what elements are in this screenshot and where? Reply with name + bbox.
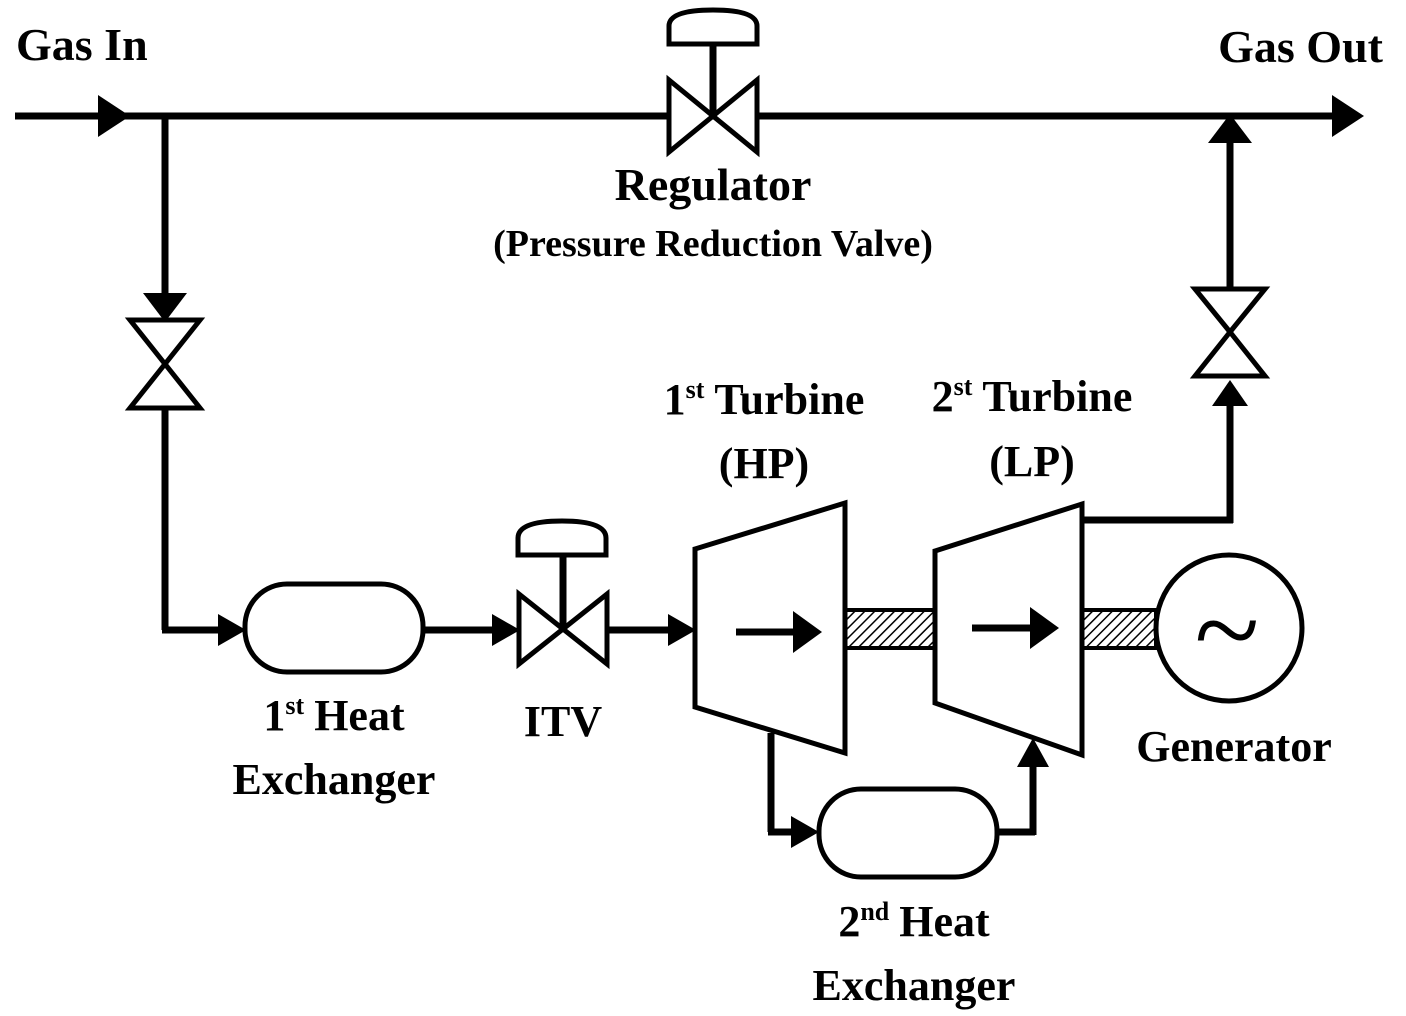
regulator-actuator bbox=[666, 7, 760, 47]
turbine-hp-number: 1 bbox=[664, 375, 686, 424]
hx1-name: Heat bbox=[314, 691, 405, 740]
itv-right-triangle bbox=[558, 588, 610, 670]
turbine-hp bbox=[692, 499, 848, 757]
turbine-lp-number: 2 bbox=[932, 372, 954, 421]
generator: ~ bbox=[1153, 552, 1305, 704]
outlet-valve-top-triangle bbox=[1189, 286, 1271, 336]
turbine-hp-flow-arrowhead bbox=[793, 611, 822, 653]
itv-left-triangle bbox=[516, 588, 568, 670]
turbine-lp-name: Turbine bbox=[982, 372, 1132, 421]
merge-arrowhead bbox=[1208, 114, 1252, 143]
regulator-sublabel: (Pressure Reduction Valve) bbox=[493, 223, 933, 265]
gas-in-arrowhead bbox=[98, 95, 130, 137]
turbine1-inlet-arrowhead bbox=[668, 614, 696, 646]
heat-exchanger-2 bbox=[816, 786, 1000, 880]
shaft-hp-lp bbox=[843, 608, 937, 650]
hx2-line2: Exchanger bbox=[813, 961, 1016, 1010]
inlet-block-valve bbox=[124, 317, 206, 411]
itv-label: ITV bbox=[524, 697, 602, 746]
hx1-ordinal: st bbox=[285, 691, 304, 720]
hx1-number: 1 bbox=[263, 691, 285, 740]
hx1-line2: Exchanger bbox=[233, 755, 436, 804]
turbine-lp-ordinal: st bbox=[954, 372, 973, 401]
gas-out-label: Gas Out bbox=[1218, 21, 1384, 72]
itv-actuator bbox=[515, 518, 609, 558]
regulator-left-triangle bbox=[666, 74, 717, 158]
turbine2-inlet-arrowhead bbox=[1017, 738, 1049, 767]
flow-arrows bbox=[98, 95, 1364, 848]
turbine-lp-type: (LP) bbox=[989, 437, 1075, 486]
turbine-hp-name: Turbine bbox=[714, 375, 864, 424]
hx2-name: Heat bbox=[899, 897, 990, 946]
turbine-hp-type: (HP) bbox=[719, 439, 809, 488]
itv-valve bbox=[515, 518, 610, 670]
heat-exchanger-1 bbox=[242, 581, 426, 675]
hx2-title: 2nd Heat bbox=[838, 897, 990, 946]
outlet-valve-bottom-triangle bbox=[1189, 327, 1271, 379]
hx2-ordinal: nd bbox=[860, 897, 889, 926]
hx2-inlet-arrowhead bbox=[791, 816, 819, 848]
turbine-lp-title: 2st Turbine bbox=[932, 372, 1133, 421]
turbine-hp-title: 1st Turbine bbox=[664, 375, 865, 424]
turbine-lp-flow-arrowhead bbox=[1030, 607, 1059, 649]
turbine-hp-ordinal: st bbox=[686, 375, 705, 404]
generator-symbol: ~ bbox=[1195, 563, 1260, 696]
hx1-title: 1st Heat bbox=[263, 691, 405, 740]
shaft-lp-generator bbox=[1080, 608, 1158, 650]
itv-inlet-arrowhead bbox=[492, 614, 520, 646]
inlet-valve-bottom-triangle bbox=[124, 359, 206, 411]
hx1-inlet-arrowhead bbox=[218, 614, 246, 646]
outlet-block-valve bbox=[1189, 286, 1271, 379]
turbine-lp bbox=[932, 500, 1085, 759]
inlet-valve-top-triangle bbox=[124, 317, 206, 369]
regulator-valve bbox=[666, 7, 760, 158]
gas-out-arrowhead bbox=[1332, 95, 1364, 137]
regulator-right-triangle bbox=[709, 74, 760, 158]
generator-circle bbox=[1153, 552, 1305, 704]
bypass-down-arrowhead bbox=[143, 293, 187, 322]
return-valve-arrowhead bbox=[1212, 380, 1248, 406]
hx2-number: 2 bbox=[838, 897, 860, 946]
generator-label: Generator bbox=[1136, 722, 1331, 771]
gas-in-label: Gas In bbox=[16, 19, 148, 70]
turbine-hp-body bbox=[692, 499, 848, 757]
regulator-label: Regulator bbox=[615, 159, 812, 210]
